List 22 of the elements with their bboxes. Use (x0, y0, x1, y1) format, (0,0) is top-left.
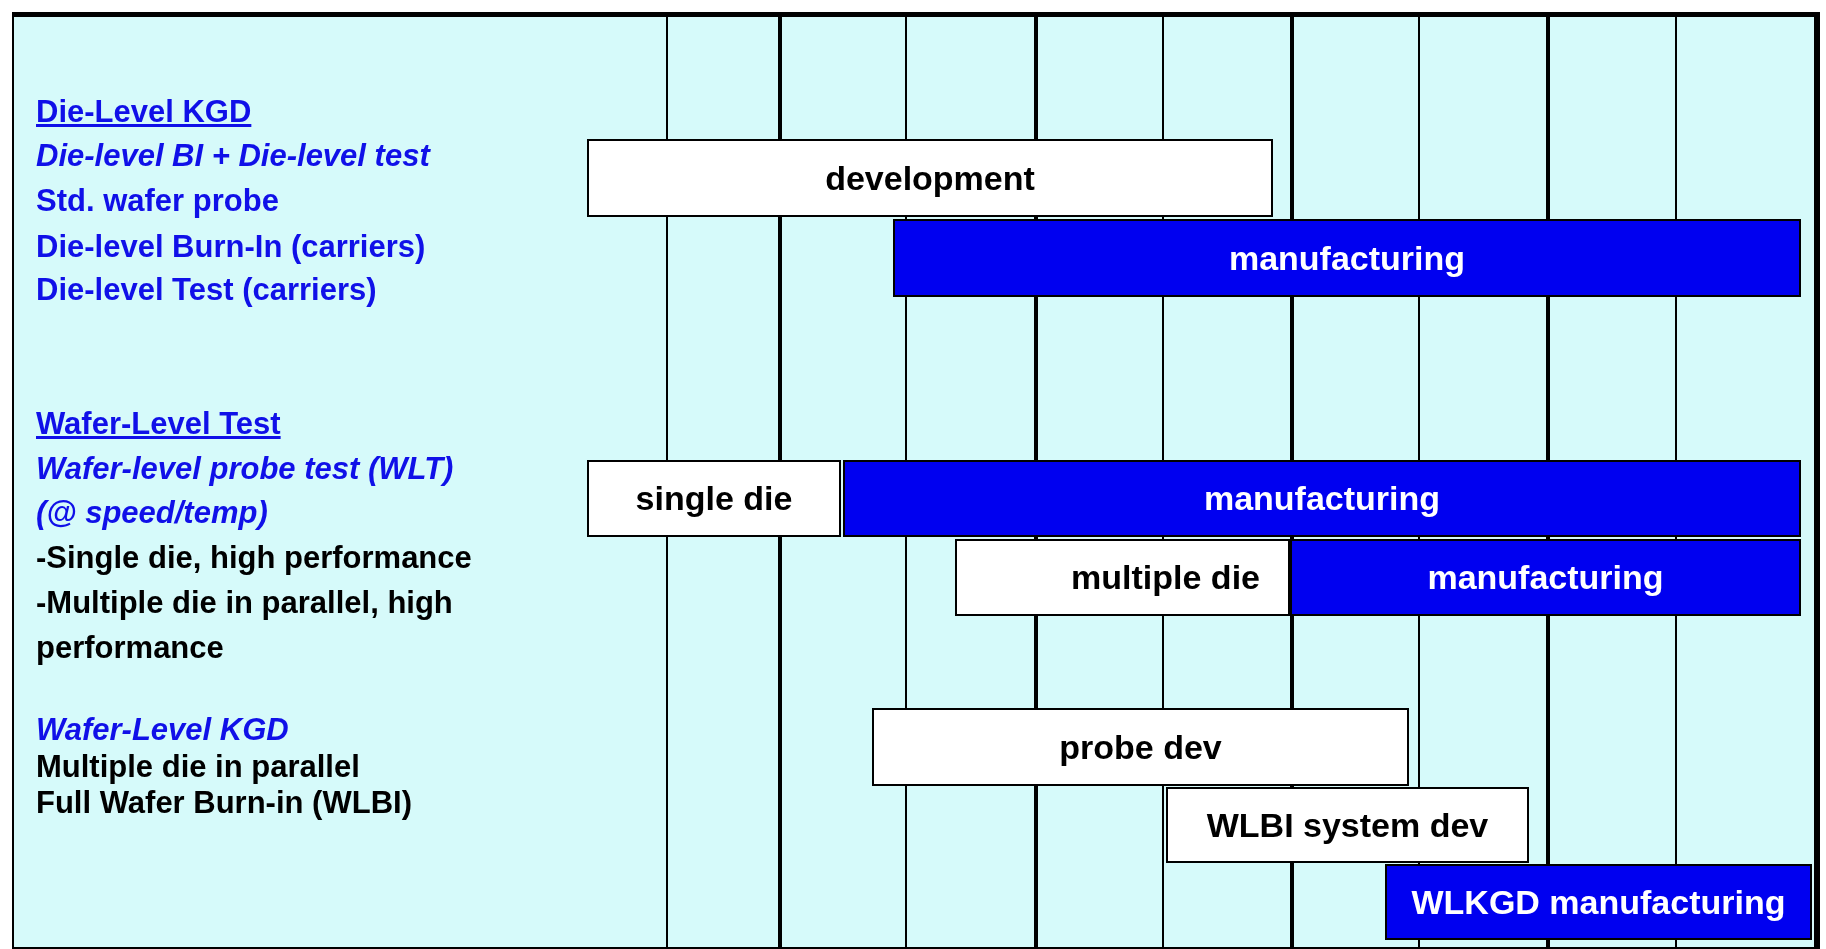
schedule-bar: probe dev (872, 708, 1409, 786)
schedule-bar: WLKGD manufacturing (1385, 864, 1812, 940)
item-label: Std. wafer probe (36, 183, 279, 219)
schedule-bar: multiple die (955, 539, 1290, 616)
method-label: Wafer-level probe test (WLT) (36, 451, 454, 487)
schedule-bar: WLBI system dev (1166, 787, 1529, 863)
section-heading: Wafer-Level Test (36, 406, 281, 442)
method-label: (@ speed/temp) (36, 495, 268, 531)
item-label: Die-level Burn-In (carriers) (36, 229, 426, 265)
item-label: Multiple die in parallel (36, 749, 360, 785)
schedule-bar: development (587, 139, 1273, 217)
section-heading: Wafer-Level KGD (36, 712, 289, 748)
item-label: Full Wafer Burn-in (WLBI) (36, 785, 412, 821)
schedule-bar: single die (587, 460, 841, 537)
method-label: Die-level BI + Die-level test (36, 138, 430, 174)
schedule-bar: manufacturing (1290, 539, 1801, 616)
item-label: -Multiple die in parallel, high performance (36, 584, 454, 667)
item-label: Die-level Test (carriers) (36, 272, 377, 308)
schedule-bar: manufacturing (843, 460, 1801, 537)
item-label: -Single die, high performance (36, 540, 472, 576)
schedule-bar: manufacturing (893, 219, 1801, 297)
section-heading: Die-Level KGD (36, 94, 252, 130)
